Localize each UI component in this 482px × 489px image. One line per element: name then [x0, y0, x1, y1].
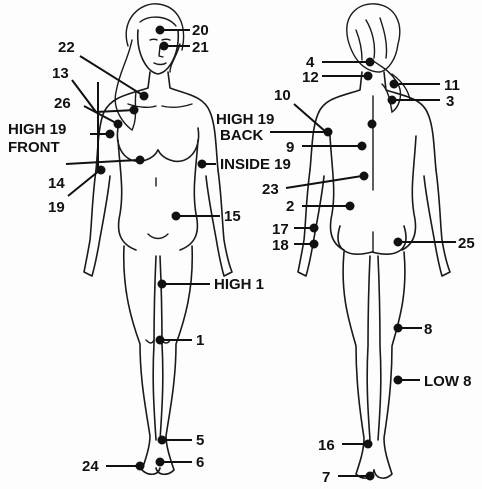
label-5: 5: [196, 432, 204, 449]
label-16: 16: [318, 437, 335, 454]
back-figure: [298, 4, 450, 478]
label-17: 17: [272, 221, 289, 238]
point-high19back-dot: [324, 128, 333, 137]
label-high19back-line2: BACK: [220, 127, 263, 144]
point-23-dot: [360, 172, 369, 181]
point-dots: [97, 26, 403, 481]
label-18: 18: [272, 237, 289, 254]
label-20: 20: [192, 22, 209, 39]
label-21: 21: [192, 39, 209, 56]
point-high19front-dot: [106, 130, 115, 139]
point-17-dot: [310, 224, 319, 233]
label-25: 25: [458, 235, 475, 252]
point-25-dot: [394, 238, 403, 247]
label-24: 24: [82, 458, 99, 475]
point-14-dot: [136, 156, 145, 165]
point-18-dot: [310, 240, 319, 249]
label-8: 8: [424, 321, 432, 338]
point-10-dot: [368, 120, 377, 129]
label-6: 6: [196, 454, 204, 471]
label-7: 7: [322, 469, 330, 486]
front-figure: [84, 4, 232, 474]
point-8-dot: [394, 324, 403, 333]
point-inside19-dot: [198, 160, 207, 169]
label-23: 23: [262, 181, 279, 198]
point-15-dot: [172, 212, 181, 221]
label-15: 15: [224, 208, 241, 225]
point-13-dot: [130, 106, 139, 115]
point-12-dot: [364, 72, 373, 81]
label-19: 19: [48, 199, 65, 216]
label-9: 9: [286, 139, 294, 156]
label-2: 2: [286, 198, 294, 215]
label-low8: LOW 8: [424, 373, 472, 390]
label-26: 26: [54, 95, 71, 112]
point-9-dot: [358, 142, 367, 151]
label-inside19: INSIDE 19: [220, 156, 291, 173]
label-high19front-line2: FRONT: [8, 139, 60, 156]
point-21-dot: [160, 42, 169, 51]
label-1: 1: [196, 332, 204, 349]
point-5-dot: [158, 436, 167, 445]
point-11-dot: [390, 80, 399, 89]
point-22-dot: [140, 92, 149, 101]
point-24-dot: [136, 462, 145, 471]
label-14: 14: [48, 175, 65, 192]
label-13: 13: [52, 65, 69, 82]
label-high19front-line1: HIGH 19: [8, 121, 66, 138]
point-2-dot: [346, 202, 355, 211]
label-10: 10: [274, 87, 291, 104]
label-11: 11: [444, 77, 460, 94]
point-20-dot: [156, 26, 165, 35]
point-19-dot: [97, 166, 106, 175]
point-7-dot: [366, 472, 375, 481]
label-22: 22: [58, 39, 75, 56]
label-high1: HIGH 1: [214, 276, 264, 293]
label-high19back-line1: HIGH 19: [216, 111, 274, 128]
point-4-dot: [366, 58, 375, 67]
point-26-dot: [114, 120, 123, 129]
point-1-dot: [156, 336, 165, 345]
point-low8-dot: [394, 376, 403, 385]
point-16-dot: [364, 440, 373, 449]
point-6-dot: [156, 458, 165, 467]
point-high1-dot: [158, 280, 167, 289]
label-12: 12: [302, 69, 319, 86]
point-3-dot: [388, 96, 397, 105]
label-3: 3: [446, 93, 454, 110]
